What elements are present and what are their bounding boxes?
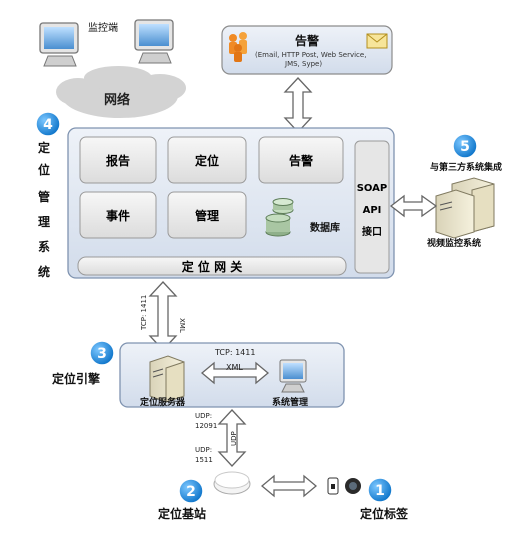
- badge-1: 1: [367, 477, 393, 503]
- svg-text:5: 5: [460, 139, 470, 155]
- module-locate-label: 定位: [195, 153, 219, 168]
- database-label: 数据库: [310, 221, 340, 234]
- base-station-tag-arrow: [260, 474, 318, 498]
- module-event-label: 事件: [106, 208, 130, 223]
- module-manage: [167, 191, 247, 239]
- svg-text:位: 位: [38, 162, 50, 177]
- alarm-subtitle-line1: (Email, HTTP Post, Web Service,: [255, 51, 366, 59]
- network-cloud: [56, 66, 186, 118]
- engine-tcp-label: TCP: 1411: [214, 348, 255, 357]
- udp-label-4: 1511: [195, 456, 213, 464]
- alarm-notification-box: [221, 25, 393, 75]
- module-alarm: [258, 136, 344, 184]
- alarm-title: 告警: [295, 33, 319, 48]
- svg-text:2: 2: [186, 484, 196, 500]
- monitor-client-left: [39, 22, 79, 67]
- video-surveillance-label: 视频监控系统: [427, 237, 481, 249]
- svg-text:理: 理: [38, 215, 50, 229]
- base-station-device-icon: [213, 471, 251, 495]
- third-party-label: 与第三方系统集成: [430, 161, 502, 173]
- udp-label-3: UDP:: [195, 446, 212, 454]
- location-tag-card-icon: [327, 477, 339, 495]
- monitor-label: 监控端: [88, 21, 118, 34]
- module-locate: [167, 136, 247, 184]
- module-event: [79, 191, 157, 239]
- badge-3: 3: [89, 340, 115, 366]
- engine-xml-label: XML: [226, 363, 243, 372]
- location-gateway-bar: [77, 256, 347, 276]
- email-icon: [366, 33, 388, 49]
- alarm-link-arrow: [283, 77, 313, 133]
- gateway-proto-xml: XML: [178, 318, 186, 333]
- badge-5: 5: [452, 133, 478, 159]
- location-system-vertical-label: 定 位 管 理 系 统: [38, 140, 50, 279]
- api-label: API: [363, 205, 382, 216]
- svg-text:3: 3: [97, 346, 107, 362]
- location-server-icon: [149, 355, 185, 403]
- udp-vertical-label: UDP: [230, 431, 238, 446]
- network-label: 网络: [104, 92, 130, 108]
- location-tag-wristband-icon: [345, 478, 361, 494]
- badge-2: 2: [178, 478, 204, 504]
- engine-base-station-arrow: [217, 409, 247, 467]
- soap-label: SOAP: [357, 183, 388, 194]
- database-icon: [265, 198, 294, 237]
- svg-text:定: 定: [38, 140, 50, 155]
- server-mgmt-arrow: [200, 361, 270, 385]
- location-tag-label: 定位标签: [360, 506, 409, 521]
- location-server-label: 定位服务器: [139, 396, 186, 408]
- svg-text:统: 统: [38, 264, 50, 279]
- module-report-label: 报告: [106, 153, 130, 168]
- alarm-subtitle-line2: JMS, Sype): [284, 60, 322, 68]
- module-manage-label: 管理: [195, 208, 219, 223]
- module-alarm-label: 告警: [289, 153, 313, 168]
- monitor-client-right: [134, 19, 174, 64]
- engine-label: 定位引擎: [52, 371, 100, 386]
- svg-text:管: 管: [38, 189, 50, 204]
- gateway-label: 定 位 网 关: [182, 259, 243, 274]
- video-server-icon: [435, 177, 495, 239]
- svg-text:4: 4: [43, 117, 53, 133]
- module-report: [79, 136, 157, 184]
- udp-label-2: 12091: [195, 422, 217, 430]
- system-management-label: 系统管理: [272, 396, 308, 408]
- base-station-label: 定位基站: [158, 506, 206, 521]
- gateway-engine-arrow: [148, 281, 178, 351]
- udp-label-1: UDP:: [195, 412, 212, 420]
- svg-text:1: 1: [375, 483, 385, 499]
- people-icon: [229, 32, 247, 62]
- gateway-proto-tcp: TCP: 1411: [140, 295, 148, 331]
- soap-third-party-arrow: [389, 194, 438, 218]
- badge-4: 4: [35, 111, 61, 137]
- interface-label: 接口: [362, 225, 382, 238]
- system-management-monitor-icon: [279, 359, 307, 393]
- svg-text:系: 系: [38, 239, 50, 254]
- soap-api-panel: [354, 140, 390, 274]
